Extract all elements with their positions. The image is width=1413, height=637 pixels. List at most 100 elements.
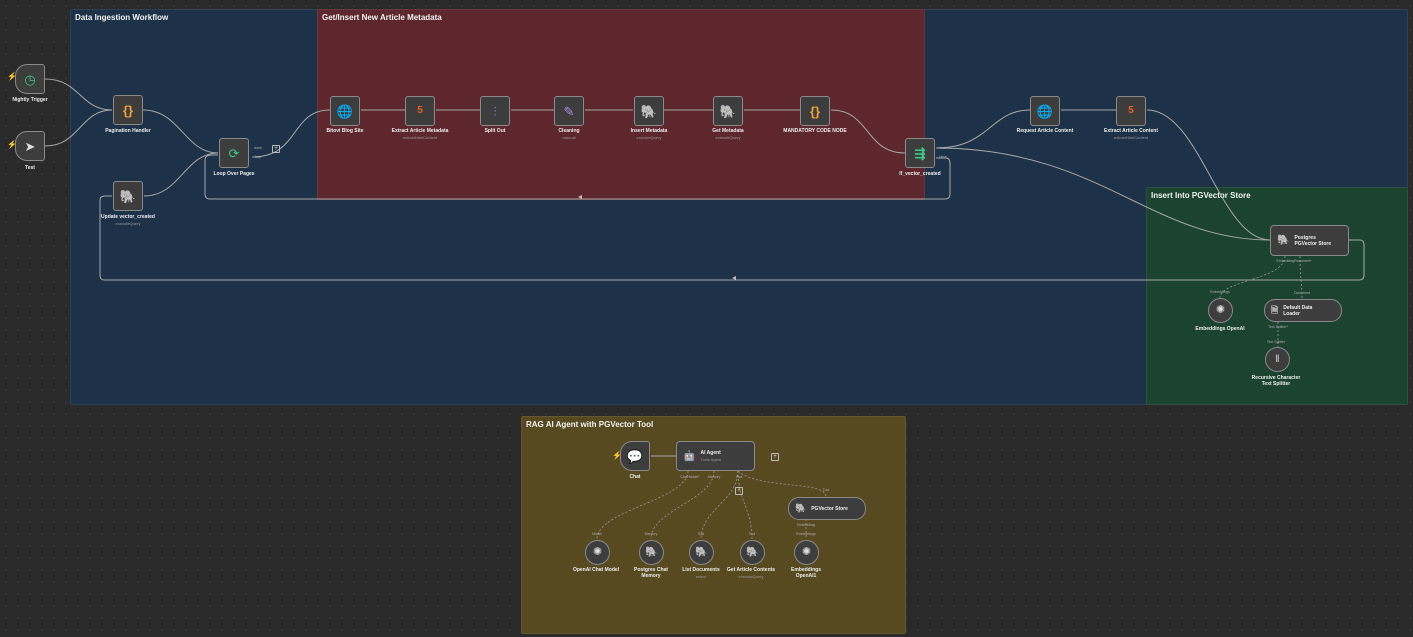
pgvector-store-node[interactable]: 🐘 PGVector Store [788,497,866,520]
postgres-icon: 🐘 [746,546,759,558]
pagination-handler-node[interactable]: {} [113,95,143,125]
wire-loop-bitovi [251,109,331,158]
request-article-content-label: Request Article Content [1016,128,1074,134]
if-port-true: true [939,146,947,150]
add-tool-button[interactable]: + [735,487,743,495]
extract-article-content-node[interactable]: 5 [1116,96,1146,126]
nightly-trigger-label: Nightly Trigger [12,97,48,103]
wire-if-request [935,109,1031,149]
extract-article-metadata-node[interactable]: 5 [405,96,435,126]
postgres-chat-memory-label: Postgres Chat Memory [634,567,668,579]
openai-icon: ✺ [801,546,812,558]
chat-model-port: Model [592,532,602,536]
list-documents-node[interactable]: 🐘 [689,540,714,565]
cleaning-label: Cleaning [558,128,580,134]
cursor-icon: ➤ [24,138,36,154]
get-metadata-node[interactable]: 🐘 [713,96,743,126]
pgstore-port-document: Document* [1294,259,1312,263]
postgres-icon: 🐘 [695,546,708,558]
chat-label: Chat [629,474,641,480]
embeddings-openai-label: Embeddings OpenAI [1195,326,1245,332]
embeddings1-port: Embeddings [796,532,816,536]
extract-article-metadata-label: Extract Article Metadata [391,128,449,134]
cleaning-sub: manual [562,135,576,140]
ai-agent-text: AI Agent Tools Agent [700,450,721,462]
chat-trigger-node[interactable]: 💬 [620,441,650,471]
insert-metadata-sub: executeQuery [636,135,662,140]
list-documents-port: Tool [697,532,705,536]
request-article-content-node[interactable]: 🌐 [1030,96,1060,126]
postgres-icon: 🐘 [719,103,737,119]
postgres-pgvector-store-label: Postgres PGVector Store [1294,234,1332,247]
nightly-trigger-node[interactable]: ◷ [15,64,45,94]
postgres-icon: 🐘 [1277,235,1290,246]
add-node-button[interactable]: + [272,145,280,153]
postgres-icon: 🐘 [645,546,658,558]
group-title-pgvector: Insert Into PGVector Store [1151,191,1251,200]
mandatory-code-node-label: MANDATORY CODE NODE [783,128,847,134]
update-vector-created-sub: executeQuery [115,221,141,226]
mandatory-code-node[interactable]: {} [800,96,830,126]
default-data-loader-label: Default Data Loader [1283,304,1313,317]
openai-icon: ✺ [1215,304,1226,316]
recursive-splitter-node[interactable]: ‖ [1265,347,1290,372]
cleaning-node[interactable]: ✎ [554,96,584,126]
add-node-button[interactable]: + [771,453,779,461]
loop-over-pages-node[interactable]: ⟳ [219,138,249,168]
bitovi-blog-site-label: Bitovi Blog Site [326,128,364,134]
loop-port-done: done [254,146,262,150]
postgres-icon: 🐘 [795,503,807,513]
wire-pgstore-update [99,195,1365,281]
pencil-icon: ✎ [563,103,575,119]
openai-chat-model-node[interactable]: ✺ [585,540,610,565]
update-vector-created-label: Update vector_created [101,214,155,220]
embeddings-openai-node[interactable]: ✺ [1208,298,1233,323]
loop-port-loop: loop [254,155,262,159]
wire-test-pagination [44,109,113,147]
openai-chat-model-label: OpenAI Chat Model [572,567,620,573]
chat-icon: 💬 [626,448,644,464]
clock-icon: ◷ [24,71,36,87]
extract-article-metadata-sub: extractHtmlContent [402,135,438,140]
update-vector-created-node[interactable]: 🐘 [113,181,143,211]
get-metadata-sub: executeQuery [715,135,741,140]
splitter-icon: ‖ [1275,353,1280,365]
test-trigger-node[interactable]: ➤ [15,131,45,161]
default-data-loader-node[interactable]: 🗎 Default Data Loader [1264,299,1342,322]
wire-if-pgstore [935,147,1271,241]
ai-agent-node[interactable]: 🤖 AI Agent Tools Agent [676,441,755,471]
loop-over-pages-label: Loop Over Pages [213,171,255,177]
split-out-node[interactable]: ⫶ [480,96,510,126]
postgres-icon: 🐘 [640,103,658,119]
if-vector-created-label: If_vector_created [899,171,941,177]
insert-metadata-node[interactable]: 🐘 [634,96,664,126]
group-title-metadata: Get/Insert New Article Metadata [322,13,442,22]
postgres-chat-memory-node[interactable]: 🐘 [639,540,664,565]
robot-icon: 🤖 [683,450,696,462]
get-article-contents-port: Tool [748,532,756,536]
globe-icon: 🌐 [1036,103,1054,119]
split-icon: ⫶ [493,103,497,119]
pgvector-tool-port: Tool [822,488,830,492]
loop-icon: ⟳ [228,145,240,161]
pgvector-store-label: PGVector Store [811,505,848,512]
bitovi-blog-site-node[interactable]: 🌐 [330,96,360,126]
document-port: Document [1294,291,1310,295]
code-icon: {} [809,103,821,119]
if-vector-created-node[interactable]: ⇶ [905,138,935,168]
if-port-false: false [939,155,947,159]
insert-metadata-label: Insert Metadata [630,128,668,134]
globe-icon: 🌐 [336,103,354,119]
recursive-splitter-label: Recursive Character Text Splitter [1251,375,1301,387]
postgres-pgvector-store-node[interactable]: 🐘 Postgres PGVector Store [1270,225,1349,256]
postgres-icon: 🐘 [119,188,137,204]
if-icon: ⇶ [914,145,926,161]
openai-icon: ✺ [592,546,603,558]
wire-code-if [830,109,906,154]
wire-pagination-loop [142,109,219,154]
get-article-contents-node[interactable]: 🐘 [740,540,765,565]
embeddings-openai1-node[interactable]: ✺ [794,540,819,565]
pgvector-embedding-port: Embedding [797,523,815,527]
document-icon: 🗎 [1271,304,1279,315]
